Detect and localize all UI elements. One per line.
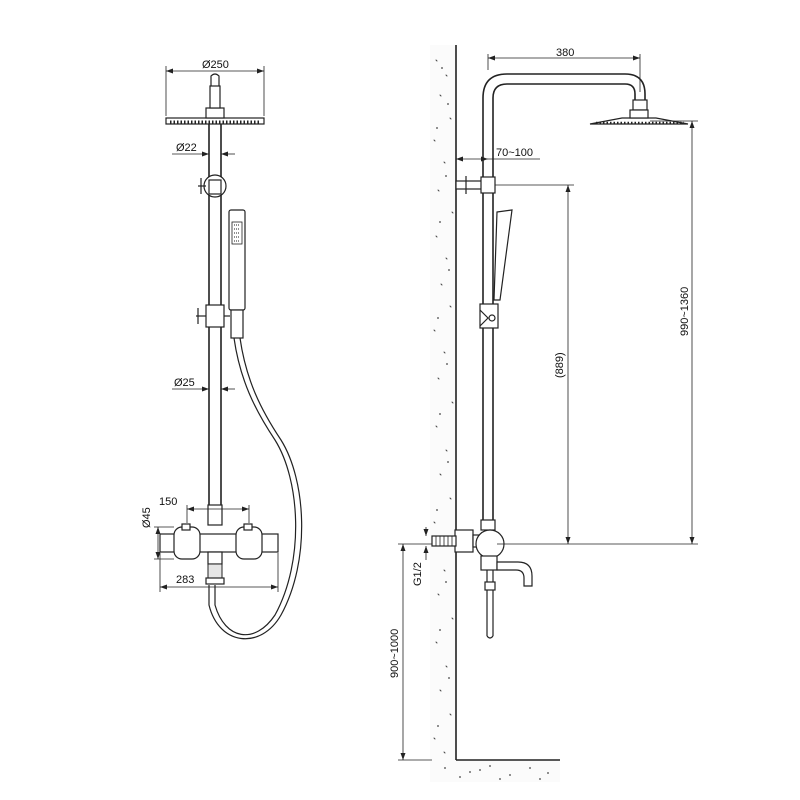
front-hose: [208, 337, 303, 640]
dim-mixer-height: Ø45: [141, 507, 153, 528]
dim-arm-diameter: Ø22: [176, 142, 197, 154]
dim-inlet-height: 900~1000: [389, 629, 401, 678]
side-dimensions: [398, 54, 698, 761]
dim-arm-reach: 380: [556, 47, 574, 59]
side-view: 380 70~100 (889) 990~1360 G1/2 900~1000: [389, 45, 698, 782]
dim-inlet-thread: G1/2: [412, 562, 424, 586]
dim-centers-spacing: 150: [159, 496, 177, 508]
front-dimensions: [154, 66, 279, 592]
front-thermostatic-mixer: [159, 523, 279, 585]
side-hand-shower: [479, 209, 513, 329]
front-view: Ø250 Ø22 Ø25 Ø45 150 283: [141, 59, 303, 640]
dim-rail-height: (889): [554, 352, 566, 378]
side-rain-shower-head: [589, 109, 689, 125]
dim-wall-distance: 70~100: [496, 147, 533, 159]
side-wall-bracket: [455, 176, 496, 194]
front-rain-shower-head: [165, 107, 265, 125]
side-inlet-connection: [431, 535, 457, 547]
side-riser-and-arm: [482, 73, 648, 528]
wall: [430, 45, 457, 760]
front-main-rail: [196, 124, 230, 526]
side-mixer: [454, 519, 533, 639]
front-hand-shower: [228, 209, 246, 339]
dim-total-height: 990~1360: [679, 287, 691, 336]
dim-head-diameter: Ø250: [202, 59, 229, 71]
dim-mixer-width: 283: [176, 574, 194, 586]
front-shower-arm: [209, 73, 221, 109]
floor: [430, 759, 560, 782]
dim-rail-diameter: Ø25: [174, 377, 195, 389]
